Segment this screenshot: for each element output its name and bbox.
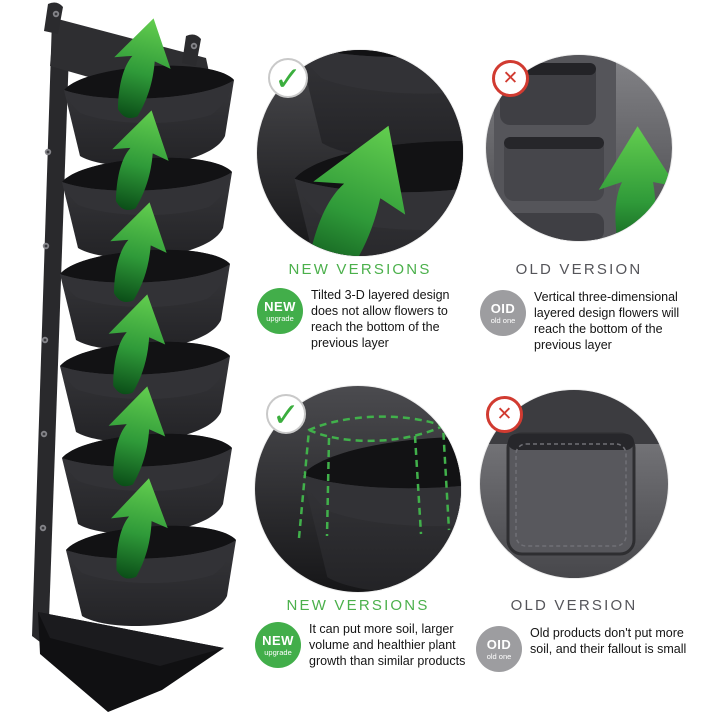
cross-icon: ✕ (492, 60, 529, 97)
volume-outline-dashed (297, 415, 451, 539)
new-upgrade-badge: NEW upgrade (255, 622, 301, 668)
new-version-text-1: Tilted 3-D layered design does not allow… (311, 288, 450, 350)
old-version-heading-1: OLD VERSION (515, 261, 643, 278)
old-one-badge: OID old one (476, 626, 522, 672)
new-version-description-1: NEW upgrade Tilted 3-D layered design do… (257, 288, 471, 352)
new-versions-heading-1: NEW VERSIONS (288, 261, 432, 278)
check-glyph: ✓ (272, 394, 300, 434)
old-version-description-2: OID old one Old products don't put more … (476, 626, 688, 672)
old-version-text-1: Vertical three-dimensional layered desig… (534, 290, 680, 352)
old-one-badge: OID old one (480, 290, 526, 336)
check-glyph: ✓ (274, 58, 302, 98)
check-icon: ✓ (268, 58, 308, 98)
hanging-planter-photo (10, 2, 260, 716)
check-icon: ✓ (266, 394, 306, 434)
old-version-text-2: Old products don't put more soil, and th… (530, 626, 687, 656)
hanging-tab (44, 2, 63, 35)
hanging-planter-illustration (32, 2, 236, 712)
cross-glyph: ✕ (502, 67, 519, 89)
old-version-description-1: OID old one Vertical three-dimensional l… (480, 290, 688, 354)
hanging-tab (182, 34, 201, 66)
new-upgrade-badge: NEW upgrade (257, 288, 303, 334)
old-version-heading-2: OLD VERSION (510, 597, 638, 614)
new-version-text-2: It can put more soil, larger volume and … (309, 622, 466, 668)
cross-icon: ✕ (486, 396, 523, 433)
new-versions-heading-2: NEW VERSIONS (286, 597, 430, 614)
cross-glyph: ✕ (496, 403, 513, 425)
new-version-description-2: NEW upgrade It can put more soil, larger… (255, 622, 469, 670)
